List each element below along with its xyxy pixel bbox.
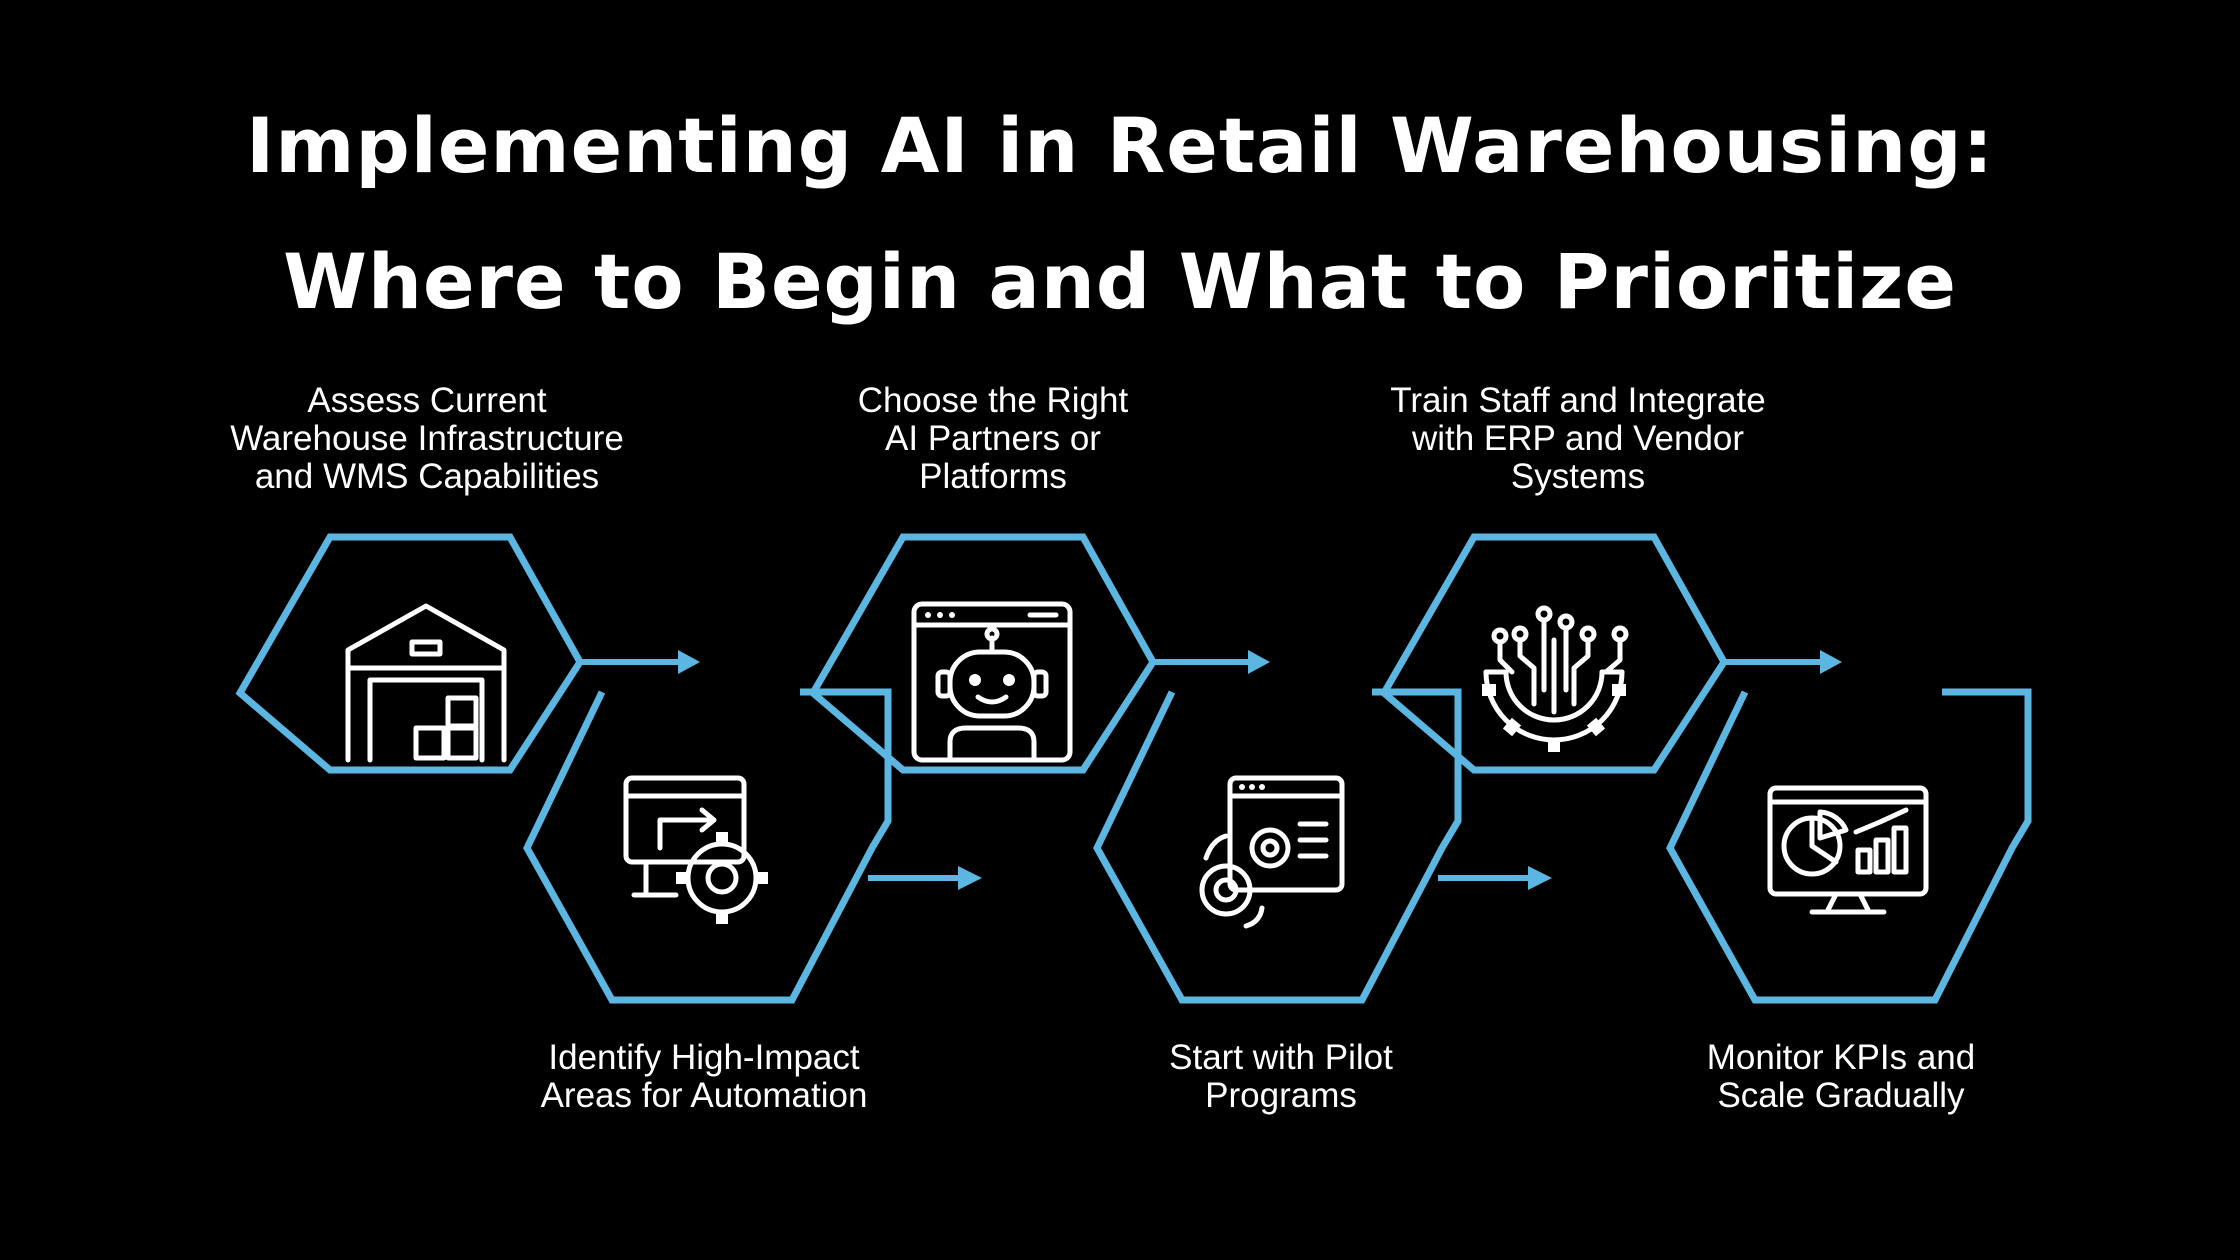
step-4-label: Start with Pilot Programs	[1169, 1038, 1393, 1115]
gear-circuit-icon	[1482, 605, 1629, 752]
title-line-1: Implementing AI in Retail Warehousing:	[245, 101, 1995, 190]
step-1-label: Assess Current Warehouse Infrastructure …	[230, 381, 624, 496]
arrow-5-to-6	[1724, 650, 1842, 674]
dashboard-monitor-icon	[1767, 785, 1929, 915]
browser-gears-icon	[1199, 775, 1345, 929]
hexagon-step-4	[1093, 688, 1462, 1004]
arrow-3-to-4	[1153, 650, 1270, 674]
arrow-4-to-5	[1438, 866, 1552, 890]
step-3-label: Choose the Right AI Partners or Platform…	[857, 381, 1129, 496]
step-5-label: Train Staff and Integrate with ERP and V…	[1390, 381, 1766, 496]
title-line-2: Where to Begin and What to Prioritize	[283, 237, 1957, 326]
robot-window-icon	[911, 601, 1073, 763]
arrow-2-to-3	[868, 866, 982, 890]
step-2-label: Identify High-Impact Areas for Automatio…	[540, 1038, 868, 1115]
hexagon-step-6	[1666, 688, 2032, 1004]
step-6-label: Monitor KPIs and Scale Gradually	[1706, 1038, 1976, 1115]
warehouse-icon	[345, 603, 507, 763]
hexagon-step-2	[523, 688, 892, 1004]
page-title: Implementing AI in Retail Warehousing: W…	[0, 78, 2240, 350]
hexagon-step-1	[235, 533, 584, 774]
arrow-1-to-2	[580, 650, 700, 674]
monitor-gear-icon	[623, 775, 768, 924]
